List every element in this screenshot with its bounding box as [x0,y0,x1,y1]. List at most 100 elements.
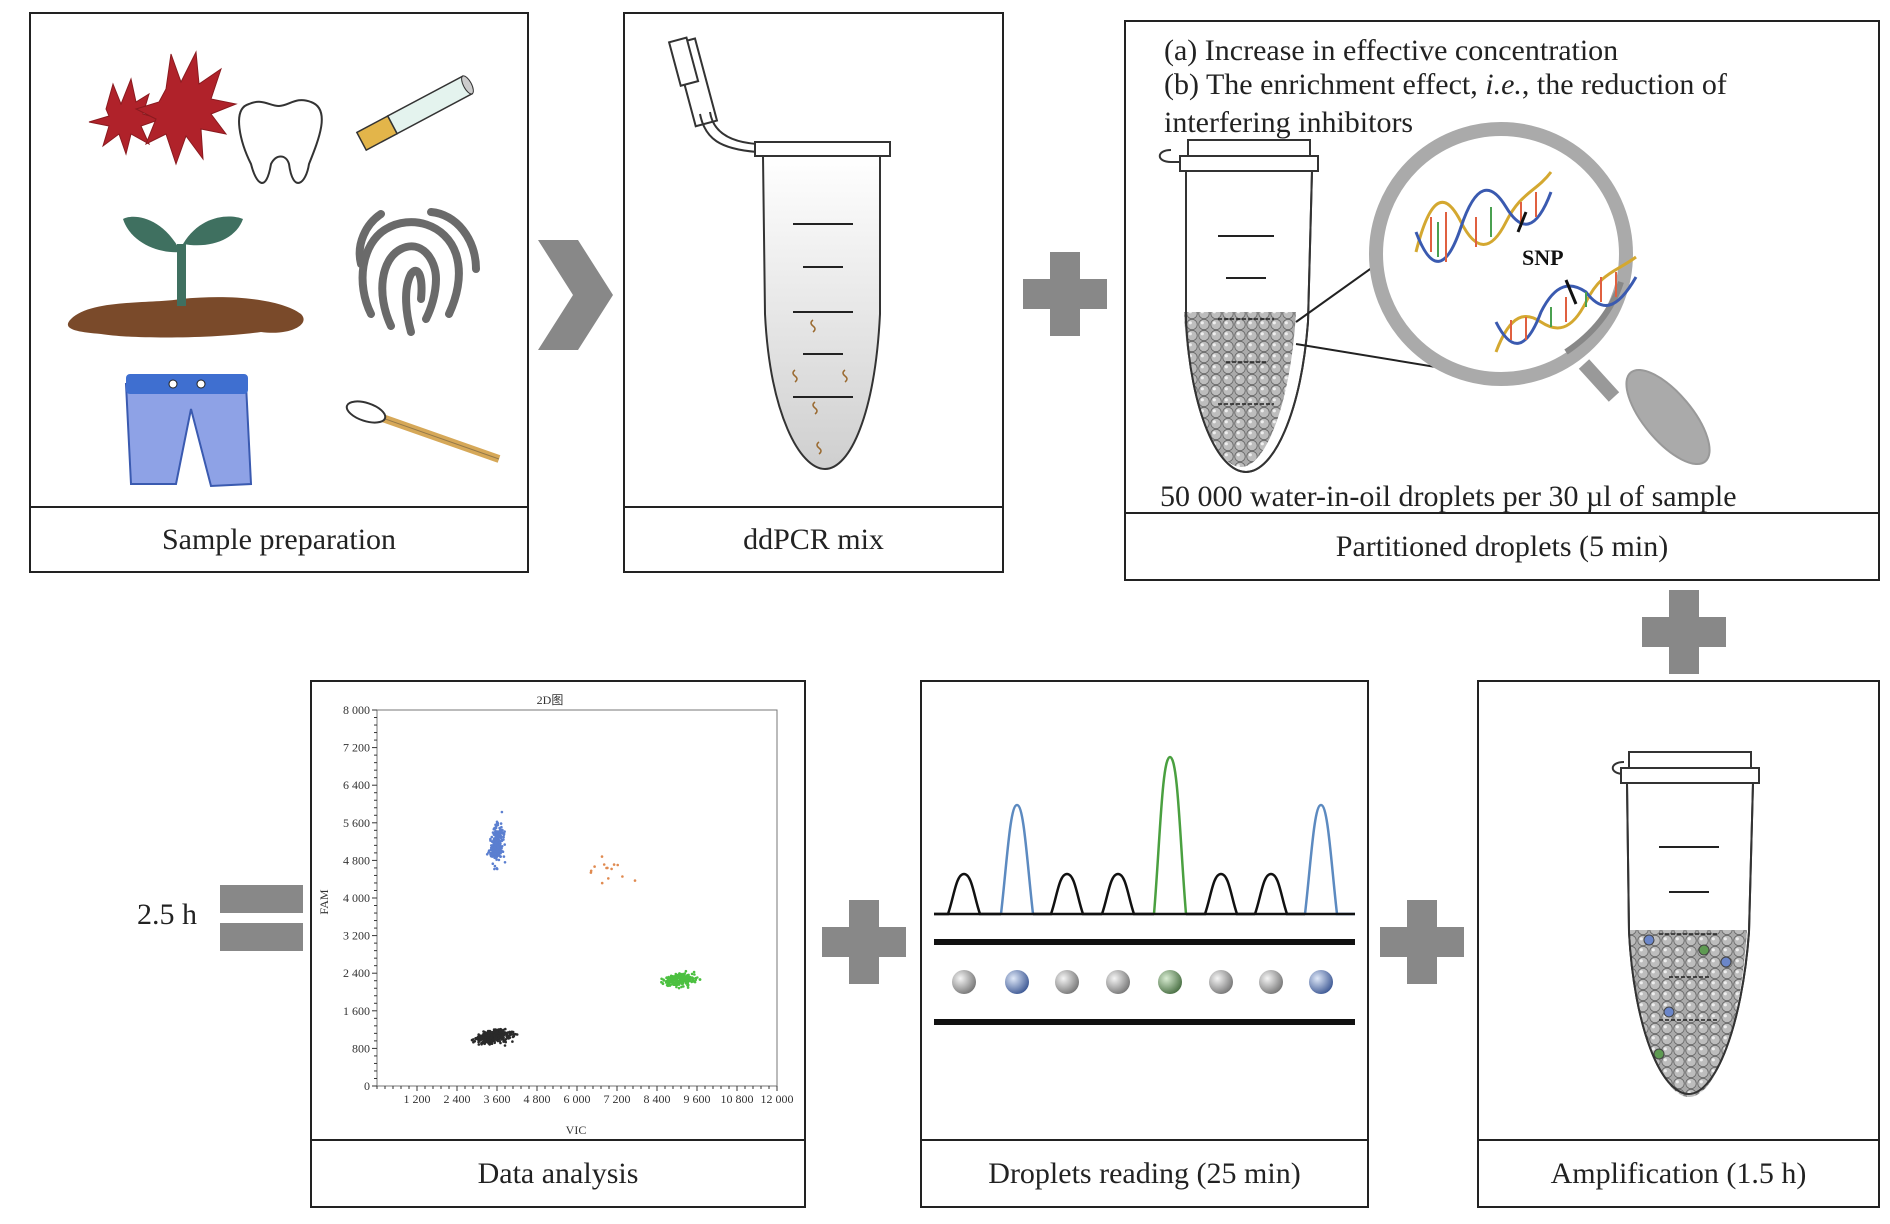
total-time: 2.5 h [137,898,197,931]
scatter-point [500,810,504,814]
x-tick-label: 10 800 [721,1092,754,1106]
scatter-point [496,848,499,852]
y-tick-label: 8 000 [343,703,370,717]
scatter-point [500,825,503,829]
scatter-point [610,867,613,871]
scatter-point [680,975,684,978]
scatter-point [495,867,499,870]
scatter-point [675,976,678,979]
x-tick-label: 6 000 [564,1092,591,1106]
scatter-point [494,1031,497,1035]
scatter-point [602,863,606,866]
droplets-reading-label: Droplets reading (25 min) [922,1139,1367,1206]
virus-icon [88,50,238,166]
plus-icon [1642,590,1726,674]
x-tick-label: 8 400 [644,1092,671,1106]
scatter-point [694,976,697,980]
scatter-point [666,984,670,988]
y-tick-label: 6 400 [343,778,370,792]
scatter-point [606,866,609,870]
scatter-point [496,830,500,833]
y-tick-label: 5 600 [343,816,370,830]
sample-preparation-label: Sample preparation [31,506,527,571]
scatter-point [491,831,495,834]
scatter-point [491,862,495,865]
scatter-point [493,845,497,849]
y-tick-label: 4 000 [343,891,370,905]
scatter-point [485,1033,488,1036]
scatter-point [504,1040,507,1044]
scatter-point [499,1028,503,1032]
scatter-point [503,1044,507,1047]
scatter-point [495,855,498,858]
scatter-point [502,855,506,858]
scatter-point [494,843,497,847]
scatter-point [497,858,501,862]
scatter-point [698,978,702,981]
scatter-point [504,1038,508,1041]
x-axis-label: VIC [566,1123,587,1137]
scatter-point [510,1033,513,1036]
scatter-point [498,832,502,836]
scatter-point [600,881,604,885]
x-tick-label: 1 200 [404,1092,431,1106]
scatter-point [621,875,624,878]
scatter-point [477,1043,481,1046]
scatter-point [511,1040,514,1043]
partitioned-droplets-label: Partitioned droplets (5 min) [1126,512,1878,579]
shorts-icon [124,374,253,488]
droplet-count-text: 50 000 water-in-oil droplets per 30 µl o… [1160,480,1737,513]
amplified-tube-icon [1611,751,1760,1097]
scatter-point [503,843,506,846]
plus-icon [1380,900,1464,984]
scatter-point [486,1040,490,1043]
droplets-reading-panel: Droplets reading (25 min) [920,680,1369,1208]
scatter-point [508,1030,511,1034]
y-tick-label: 0 [364,1079,370,1093]
note-line-b: (b) The enrichment effect, i.e., the red… [1164,68,1727,101]
scatter-point [690,972,694,976]
scatter-point [685,977,688,980]
scatter-point [500,847,503,850]
scatter-point [501,828,504,832]
scatter-point [489,851,492,855]
scatter-point [496,839,500,842]
note-line-c: interfering inhibitors [1164,106,1414,139]
scatter-point [496,845,500,849]
pcr-tube-icon [667,36,891,471]
snp-label: SNP [1522,245,1564,270]
scatter-point [489,837,492,841]
plot-area [376,709,778,1087]
scatter-point [499,1041,502,1045]
scatter-point [502,1040,505,1043]
amplification-panel: Amplification (1.5 h) [1477,680,1880,1208]
cigarette-icon [355,75,474,152]
scatter-point [502,832,505,835]
scatter-point [472,1040,475,1044]
scatter-point [503,830,506,833]
scatter-point [607,877,610,880]
scatter-point [486,1038,489,1041]
scatter-point [507,1036,511,1040]
y-tick-label: 4 800 [343,853,370,867]
y-tick-label: 1 600 [343,1004,370,1018]
x-tick-label: 3 600 [484,1092,511,1106]
scatter-point [675,985,678,989]
scatter-point [493,867,496,871]
scatter-point [498,854,501,857]
scatter-point [483,1030,486,1034]
cotton-swab-icon [345,400,501,463]
scatter-point [600,855,604,858]
y-tick-label: 2 400 [343,966,370,980]
scatter-point [490,835,494,839]
scatter-point [662,978,665,981]
fingerprint-icon [355,208,480,336]
scatter-point [493,864,497,868]
scatter-point [499,822,503,825]
scatter-point [494,829,497,833]
y-tick-label: 3 200 [343,929,370,943]
scatter-point [661,982,665,986]
scatter-point [489,1036,493,1040]
scatter-point [493,1034,496,1037]
